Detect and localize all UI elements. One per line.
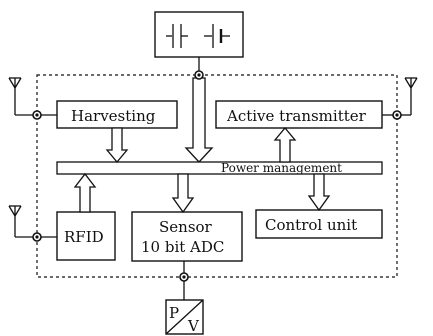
pv-v-label: V — [187, 317, 200, 335]
transmitter-arrow — [273, 126, 297, 163]
pv-divider — [165, 299, 204, 335]
sensor-label-line2: 10 bit ADC — [141, 238, 224, 256]
rfid-block — [56, 211, 116, 261]
sensor-block — [131, 211, 243, 262]
pv-p-label: P — [169, 304, 179, 322]
battery-icon — [204, 24, 230, 48]
storage-bus-arrow — [184, 77, 214, 163]
antenna-icon — [8, 205, 57, 238]
harvesting-arrow — [105, 127, 129, 164]
rfid-arrow — [73, 172, 97, 213]
rfid-label: RFID — [64, 228, 104, 246]
control-unit-block — [255, 209, 383, 239]
capacitor-icon — [166, 24, 188, 48]
power-management-bus — [56, 161, 383, 175]
power-management-label: Power management — [221, 161, 342, 175]
storage-element — [154, 11, 244, 58]
harvesting-label: Harvesting — [71, 107, 156, 125]
pv-converter: P V — [165, 299, 204, 335]
system-boundary — [36, 74, 398, 278]
control-unit-arrow — [307, 173, 331, 212]
antenna-icon — [382, 77, 418, 116]
control-unit-label: Control unit — [265, 216, 357, 234]
sensor-label-line1: Sensor — [159, 218, 213, 236]
harvesting-block — [56, 100, 178, 129]
active-transmitter-label: Active transmitter — [226, 107, 367, 125]
active-transmitter-block — [215, 100, 383, 129]
antenna-icon — [8, 77, 57, 116]
sensor-arrow — [171, 173, 195, 214]
